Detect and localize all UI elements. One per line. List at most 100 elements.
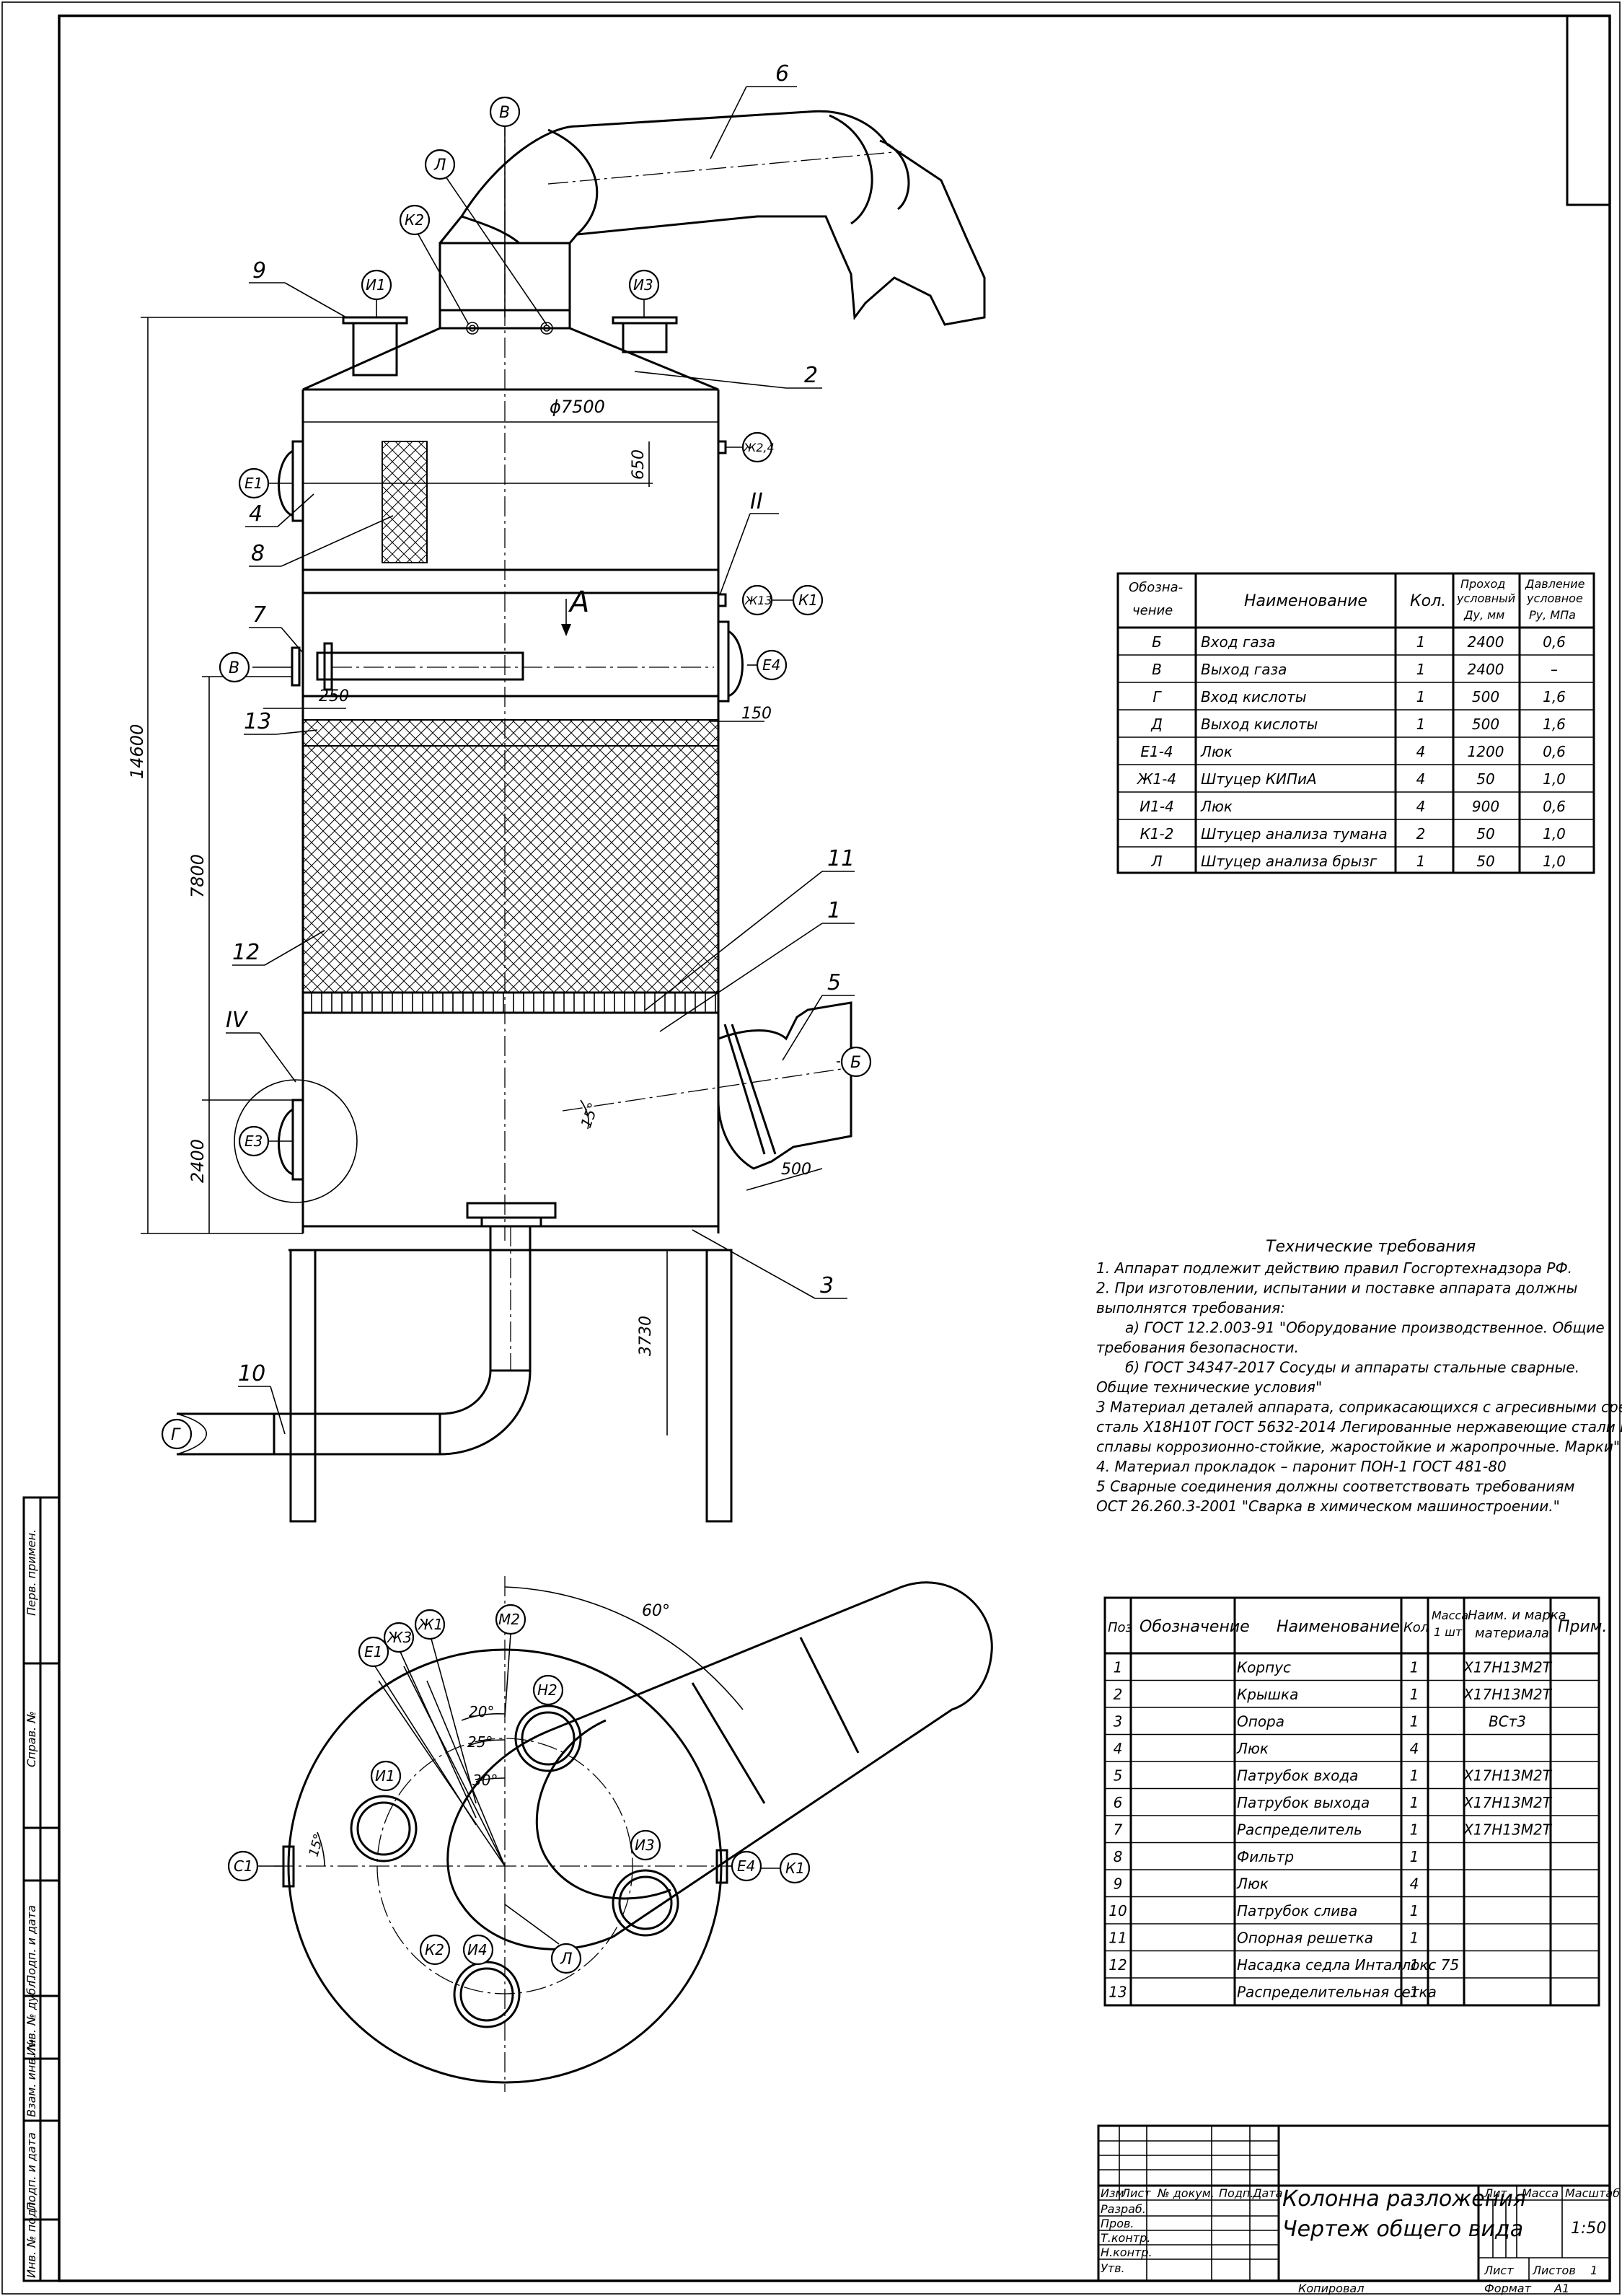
bubble-b-side: Б: [850, 1054, 861, 1072]
callout-8: 8: [251, 541, 265, 566]
nozzle-cell: Выход кислоты: [1201, 716, 1318, 733]
side-stamp: Перв. примен. Справ. № Подп. и дата Инв.…: [22, 1496, 61, 2282]
dim-14600: 14600: [127, 724, 147, 779]
bubble-k1-side: К1: [798, 591, 818, 609]
nt-h-pu-1: Давление: [1525, 577, 1585, 591]
gas-inlet: [562, 1001, 852, 1170]
nozzle-cell: 4: [1416, 743, 1426, 760]
part-cell: 1: [1410, 1767, 1419, 1785]
bubble-i4-plan: И4: [467, 1941, 488, 1958]
pt-h-code: Обозначение: [1140, 1618, 1250, 1636]
nozzle-cell: Выход газа: [1201, 661, 1287, 678]
callout-11: 11: [827, 846, 855, 871]
nozzle-cell: В: [1152, 661, 1162, 678]
part-cell: 1: [1410, 1984, 1419, 2001]
part-cell: Патрубок входа: [1237, 1767, 1358, 1785]
part-cell: Опора: [1237, 1713, 1284, 1730]
plan-angle-60: 60°: [642, 1602, 670, 1620]
dim-diameter: ϕ7500: [550, 397, 605, 417]
nozzle-cell: –: [1551, 661, 1558, 678]
nt-h-du-2: условный: [1456, 591, 1515, 605]
part-cell: Распределительная сетка: [1237, 1984, 1437, 2001]
tb-kopiroval: Копировал: [1298, 2282, 1364, 2295]
callout-node-ii: II: [750, 489, 763, 514]
requirement-line: а) ГОСТ 12.2.003-91 "Оборудование произв…: [1125, 1319, 1605, 1337]
bubble-i1-plan: И1: [375, 1767, 395, 1785]
bubble-zh3-plan: Ж3: [386, 1629, 412, 1646]
bubble-k1-plan: К1: [785, 1860, 805, 1877]
nozzle-cell: Люк: [1200, 798, 1233, 815]
part-cell: 1: [1410, 1794, 1419, 1811]
requirement-line: 2. При изготовлении, испытании и поставк…: [1096, 1280, 1577, 1297]
part-cell: ВСт3: [1489, 1713, 1526, 1730]
callout-5: 5: [827, 970, 841, 995]
part-cell: Корпус: [1237, 1659, 1291, 1676]
part-cell: Патрубок выхода: [1237, 1794, 1370, 1811]
bubble-i1-top: И1: [366, 276, 386, 294]
requirement-line: ОСТ 26.260.3-2001 "Сварка в химическом м…: [1096, 1497, 1560, 1515]
nt-h-code-2: чение: [1132, 603, 1173, 618]
callout-2: 2: [804, 363, 818, 388]
bubble-i3-plan: И3: [635, 1837, 655, 1854]
nozzle-cell: 1,6: [1543, 716, 1566, 733]
requirement-line: 3 Материал деталей аппарата, соприкасающ…: [1096, 1399, 1622, 1416]
part-cell: 1: [1410, 1821, 1419, 1839]
bubble-v-side: В: [229, 659, 239, 677]
nt-h-code-1: Обозна-: [1129, 580, 1183, 595]
part-cell: 1: [1410, 1686, 1419, 1703]
bubble-zh24: Ж2,4: [743, 441, 775, 454]
nozzle-cell: К1-2: [1140, 825, 1174, 843]
bubble-e4-plan: Е4: [737, 1857, 755, 1875]
pt-h-mass-1: Масса: [1432, 1609, 1468, 1622]
callout-6: 6: [775, 61, 789, 87]
node-iv-circle: [234, 1079, 358, 1203]
nozzle-cell: 4: [1416, 770, 1426, 788]
bubble-n2-plan: Н2: [537, 1681, 557, 1699]
title-block: Изм Лист № докум. Подп. Дата Разраб. Про…: [1097, 2124, 1620, 2295]
pt-h-name: Наименование: [1277, 1618, 1400, 1636]
packing: [302, 745, 719, 993]
dim-150: 150: [741, 705, 772, 723]
nozzle-cell: 500: [1472, 688, 1499, 705]
part-cell: 1: [1410, 1848, 1419, 1865]
nozzle-cell: 900: [1472, 798, 1499, 815]
bubble-i3-top: И3: [633, 276, 653, 294]
nt-h-pu-2: условное: [1526, 591, 1583, 605]
nozzle-cell: 1,6: [1543, 688, 1566, 705]
support-leg-right: [705, 1249, 733, 1523]
requirement-line: 1. Аппарат подлежит действию правил Госг…: [1096, 1259, 1572, 1277]
bubble-zh1-plan: Ж1: [417, 1616, 443, 1633]
dim-angle-15: 15°: [577, 1100, 602, 1130]
callout-12: 12: [232, 940, 260, 965]
bubbles-front: В Л К2 И1 И3 Е1 Ж2,4 Ж13 К1 Е4 В Б Е3 Г: [161, 96, 872, 1450]
tb-prov: Пров.: [1101, 2217, 1134, 2230]
tb-sheets-value: 1: [1590, 2264, 1597, 2277]
nozzle-cell: 500: [1472, 716, 1499, 733]
part-cell: Распределитель: [1237, 1821, 1362, 1839]
part-cell: 3: [1114, 1713, 1123, 1730]
bubble-l-plan: Л: [560, 1950, 573, 1969]
requirement-line: сплавы коррозионно-стойкие, жаростойкие …: [1096, 1438, 1620, 1456]
part-cell: 13: [1108, 1984, 1127, 2001]
dim-7800: 7800: [188, 854, 208, 898]
requirement-line: Общие технические условия": [1096, 1378, 1322, 1396]
part-cell: Патрубок слива: [1237, 1902, 1357, 1919]
dimensions: 14600 7800 2400 ϕ7500 650 3730 250 150 5…: [127, 317, 823, 1435]
part-cell: 7: [1114, 1821, 1123, 1839]
req-title: Технические требования: [1266, 1238, 1476, 1256]
drain-pipe: [176, 1202, 557, 1456]
support-leg-left: [289, 1249, 317, 1523]
part-cell: 8: [1114, 1848, 1123, 1865]
part-cell: 1: [1410, 1930, 1419, 1947]
part-cell: 5: [1114, 1767, 1123, 1785]
nozzle-cell: 1200: [1468, 743, 1504, 760]
requirement-line: выполнятся требования:: [1096, 1299, 1285, 1316]
dim-500: 500: [781, 1161, 811, 1179]
callout-9: 9: [252, 258, 266, 283]
bubble-e3-side: Е3: [244, 1132, 263, 1150]
callouts: 6 9 2 4 8 7 13 12 11 1 5 3 10 II IV А: [226, 61, 855, 1435]
manhole-e4: [717, 620, 744, 703]
nozzle-cell: 50: [1476, 853, 1494, 870]
